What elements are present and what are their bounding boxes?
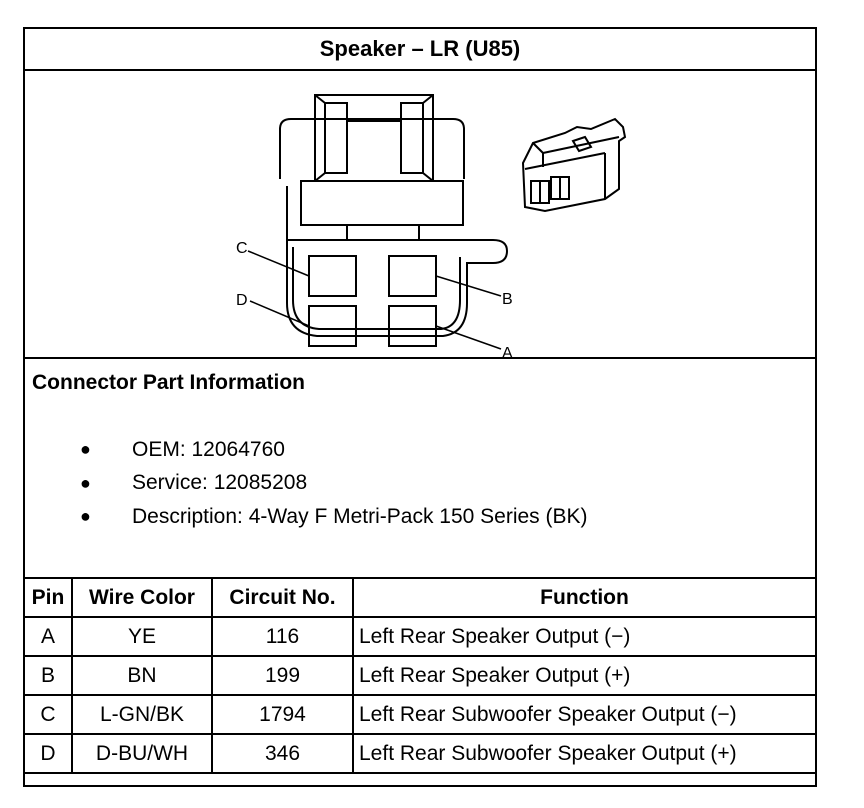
leader-c — [247, 250, 310, 277]
column-header-circuit-no: Circuit No. — [211, 577, 354, 618]
pin-cell: D — [23, 733, 73, 774]
info-item-oem: ● OEM: 12064760 — [80, 433, 588, 467]
bullet-icon: ● — [80, 439, 91, 460]
connector-latch — [279, 118, 465, 179]
pin-cell: A — [23, 616, 73, 657]
page-title: Speaker – LR (U85) — [25, 29, 815, 71]
table-header-row: Pin Wire Color Circuit No. Function — [23, 577, 817, 618]
wire-color-cell: D-BU/WH — [71, 733, 213, 774]
table-row: B BN 199 Left Rear Speaker Output (+) — [23, 655, 817, 696]
column-header-function: Function — [352, 577, 817, 618]
cavity-c — [308, 255, 357, 297]
cavity-d — [308, 305, 357, 347]
function-cell: Left Rear Speaker Output (−) — [352, 616, 817, 657]
table-row: C L-GN/BK 1794 Left Rear Subwoofer Speak… — [23, 694, 817, 735]
circuit-no-cell: 1794 — [211, 694, 354, 735]
connector-part-info-heading: Connector Part Information — [32, 371, 306, 394]
connector-housing — [286, 186, 509, 337]
circuit-no-cell: 116 — [211, 616, 354, 657]
cavity-label-b: B — [502, 291, 513, 308]
connector-housing-inner — [292, 247, 461, 330]
pinout-table: Pin Wire Color Circuit No. Function A YE… — [23, 577, 817, 774]
wire-color-cell: BN — [71, 655, 213, 696]
locking-tab — [314, 94, 434, 182]
function-cell: Left Rear Speaker Output (+) — [352, 655, 817, 696]
column-header-wire-color: Wire Color — [71, 577, 213, 618]
connector-face-diagram: C D B A — [236, 94, 627, 357]
column-header-pin: Pin — [23, 577, 73, 618]
connector-drawing-panel: C D B A — [25, 71, 815, 359]
leader-a — [435, 325, 502, 350]
connector-part-info-list: ● OEM: 12064760 ● Service: 12085208 ● De… — [80, 433, 588, 534]
circuit-no-cell: 199 — [211, 655, 354, 696]
cavity-label-d: D — [236, 292, 248, 309]
cavity-a — [388, 305, 437, 347]
pin-cell: C — [23, 694, 73, 735]
cavity-label-a: A — [502, 345, 513, 357]
leader-b — [435, 275, 502, 297]
info-item-text: Service: 12085208 — [132, 471, 308, 495]
function-cell: Left Rear Subwoofer Speaker Output (−) — [352, 694, 817, 735]
function-cell: Left Rear Subwoofer Speaker Output (+) — [352, 733, 817, 774]
connector-sheet: Speaker – LR (U85) — [23, 27, 817, 787]
wire-color-cell: YE — [71, 616, 213, 657]
table-row: D D-BU/WH 346 Left Rear Subwoofer Speake… — [23, 733, 817, 774]
latch-base — [300, 180, 464, 226]
cavity-label-c: C — [236, 240, 248, 257]
connector-iso-view — [521, 117, 627, 213]
cavity-b — [388, 255, 437, 297]
info-item-description: ● Description: 4-Way F Metri-Pack 150 Se… — [80, 500, 588, 534]
pin-cell: B — [23, 655, 73, 696]
leader-d — [249, 300, 310, 327]
bullet-icon: ● — [80, 472, 91, 493]
bullet-icon: ● — [80, 506, 91, 527]
connector-part-info: Connector Part Information ● OEM: 120647… — [25, 359, 815, 577]
info-item-text: OEM: 12064760 — [132, 437, 285, 461]
wire-color-cell: L-GN/BK — [71, 694, 213, 735]
info-item-service: ● Service: 12085208 — [80, 467, 588, 501]
circuit-no-cell: 346 — [211, 733, 354, 774]
info-item-text: Description: 4-Way F Metri-Pack 150 Seri… — [132, 504, 588, 528]
table-row: A YE 116 Left Rear Speaker Output (−) — [23, 616, 817, 657]
